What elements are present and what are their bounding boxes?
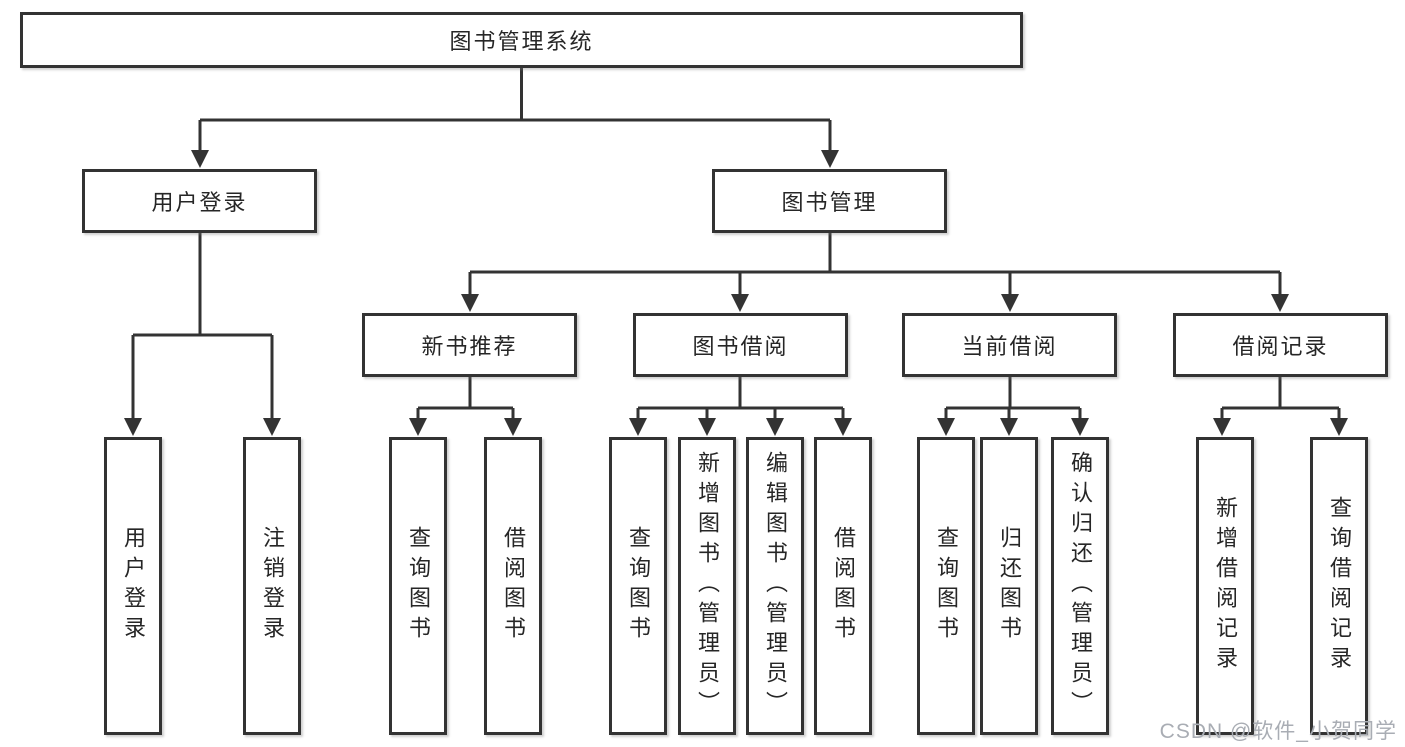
leaf-add-book-admin: 新增图书（管理员） [678,437,736,735]
node-library-system: 图书管理系统 [20,12,1023,68]
leaf-logout: 注销登录 [243,437,301,735]
node-user-login: 用户登录 [82,169,317,233]
leaf-query-books-current: 查询图书 [917,437,975,735]
leaf-query-books-borrow: 查询图书 [609,437,667,735]
connector-paths [131,68,1341,420]
leaf-edit-book-admin: 编辑图书（管理员） [746,437,804,735]
leaf-query-borrow-record: 查询借阅记录 [1310,437,1368,735]
leaf-query-books-recommend: 查询图书 [389,437,447,735]
watermark: CSDN @软件_小贺同学 [1159,720,1397,743]
leaf-return-books: 归还图书 [980,437,1038,735]
arrowhead-icons [124,150,1348,436]
leaf-confirm-return-admin: 确认归还（管理员） [1051,437,1109,735]
node-book-management: 图书管理 [712,169,947,233]
leaf-borrow-books-recommend: 借阅图书 [484,437,542,735]
node-new-book-recommend: 新书推荐 [362,313,577,377]
leaf-user-login: 用户登录 [104,437,162,735]
node-book-borrow: 图书借阅 [633,313,848,377]
node-current-borrow: 当前借阅 [902,313,1117,377]
node-borrow-records: 借阅记录 [1173,313,1388,377]
leaf-borrow-books: 借阅图书 [814,437,872,735]
leaf-add-borrow-record: 新增借阅记录 [1196,437,1254,735]
